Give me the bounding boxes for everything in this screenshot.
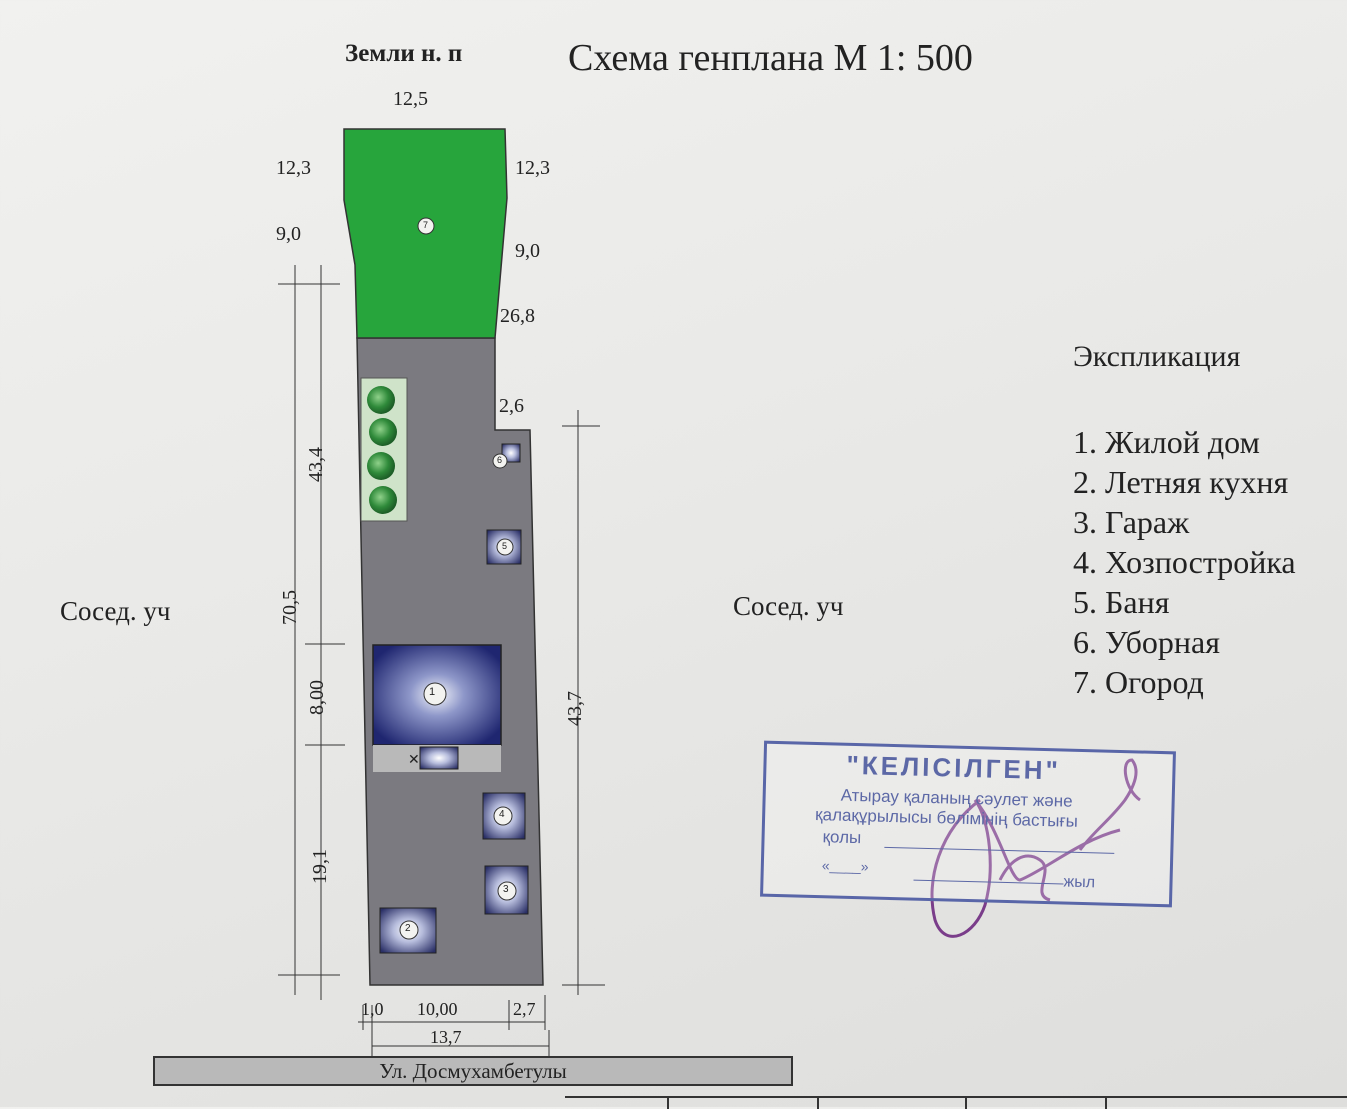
explication-item: 3. Гараж — [1073, 504, 1190, 540]
dim-bottom-total: 13,7 — [430, 1027, 462, 1047]
north-neighbor-label: Земли н. п — [345, 40, 463, 67]
svg-text:✕: ✕ — [408, 751, 420, 767]
approval-stamp: "КЕЛІСІЛГЕН" Атырау қаланың сәулет және … — [760, 740, 1176, 908]
neighbor-right-label: Сосед. уч — [733, 591, 844, 621]
explication-item: 1. Жилой дом — [1073, 424, 1260, 460]
tree-icons — [367, 386, 397, 514]
explication-item: 2. Летняя кухня — [1073, 464, 1289, 500]
dim-left-800: 8,00 — [306, 680, 328, 715]
explication-item: 7. Огород — [1073, 664, 1204, 700]
street-label: Ул. Досмухамбетулы — [153, 1056, 793, 1086]
marker-1: 1 — [429, 686, 436, 698]
marker-2: 2 — [405, 923, 411, 934]
stamp-date-label: «____» — [821, 857, 869, 875]
dim-top-width: 12,5 — [393, 88, 428, 110]
dim-bottom-1000: 10,00 — [417, 999, 458, 1019]
stamp-title: "КЕЛІСІЛГЕН" — [846, 749, 1062, 786]
dim-left-top: 12,3 — [276, 157, 311, 179]
dim-bottom-27: 2,7 — [513, 999, 536, 1019]
dim-right-top: 12,3 — [515, 157, 550, 179]
explication-title: Экспликация — [1073, 340, 1241, 373]
dim-left-705: 70,5 — [279, 590, 301, 625]
marker-6: 6 — [497, 455, 503, 465]
marker-4: 4 — [499, 809, 505, 820]
explication-list: 1. Жилой дом 2. Летняя кухня 3. Гараж 4.… — [1073, 422, 1296, 702]
explication-item: 5. Баня — [1073, 584, 1170, 620]
marker-7: 7 — [423, 220, 429, 230]
marker-5: 5 — [502, 541, 508, 551]
stamp-signature-label: қолы — [822, 827, 862, 848]
dim-right-26: 2,6 — [499, 395, 524, 417]
title-block-edge — [565, 1096, 1347, 1109]
handwritten-signature — [930, 758, 1141, 938]
dim-bottom-10: 1,0 — [361, 999, 384, 1019]
dim-right-437: 43,7 — [564, 691, 586, 726]
dim-left-90: 9,0 — [276, 223, 301, 245]
explication-item: 4. Хозпостройка — [1073, 544, 1296, 580]
explication-item: 6. Уборная — [1073, 624, 1220, 660]
neighbor-left-label: Сосед. уч — [60, 596, 171, 626]
dim-left-434: 43,4 — [305, 447, 327, 482]
stamp-year-label: жыл — [1063, 873, 1096, 892]
dim-right-90: 9,0 — [515, 240, 540, 262]
dim-left-191: 19,1 — [309, 849, 331, 884]
page-title: Схема генплана М 1: 500 — [568, 37, 973, 79]
house-porch — [419, 746, 459, 770]
marker-3: 3 — [503, 884, 509, 895]
dim-right-268: 26,8 — [500, 305, 535, 327]
